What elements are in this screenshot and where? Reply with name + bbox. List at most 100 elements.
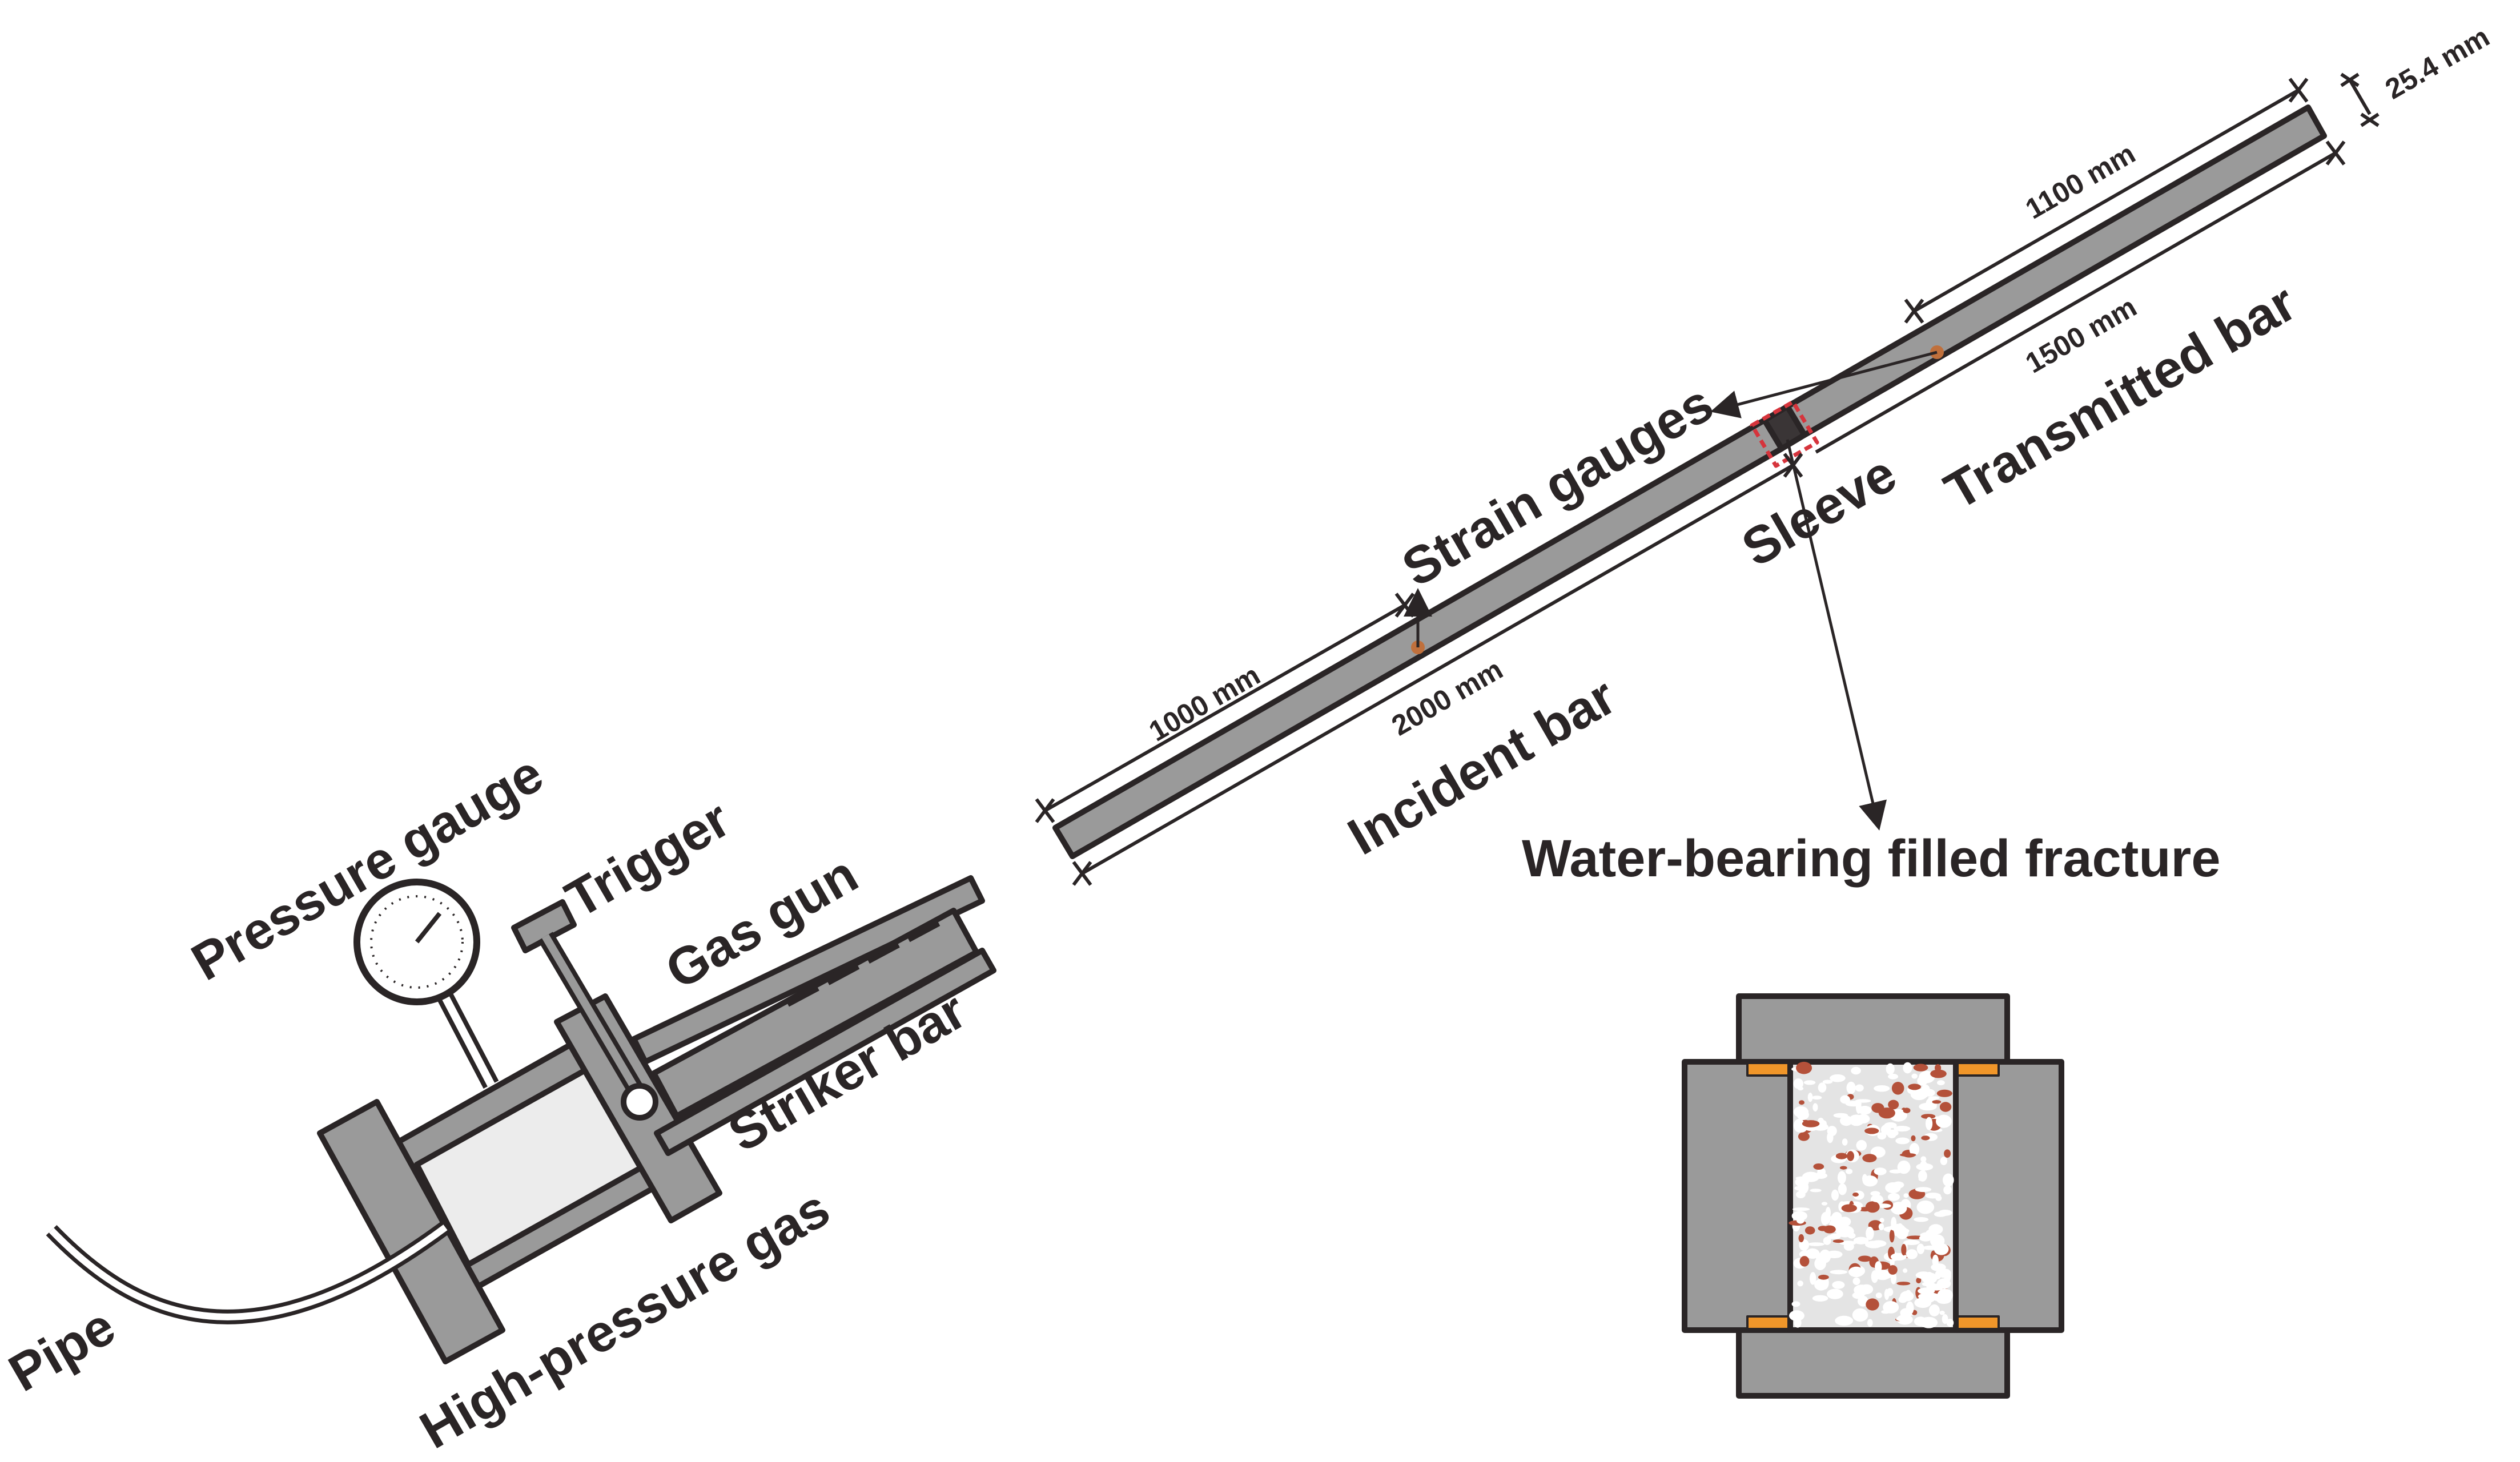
fracture-particle (1891, 1217, 1897, 1230)
fracture-particle (1856, 1139, 1867, 1151)
fracture-particle (1796, 1109, 1809, 1120)
fracture-particle (1831, 1189, 1839, 1201)
rear-flange (317, 1099, 505, 1364)
fracture-particle (1871, 1103, 1884, 1113)
fracture-particle (1820, 1120, 1827, 1127)
fracture-particle (1842, 1138, 1848, 1146)
trigger-cap (511, 899, 577, 953)
trigger-valve (621, 1083, 658, 1121)
fracture-particle (1814, 1257, 1826, 1271)
fracture-particle (1796, 1218, 1804, 1224)
bars (1052, 104, 2327, 859)
fracture-particle (1854, 1284, 1870, 1296)
fracture-particle (1903, 1107, 1911, 1113)
fracture-particle (1932, 1100, 1942, 1104)
fracture-particle (1920, 1160, 1927, 1171)
fracture-particle (1852, 1308, 1868, 1322)
spacer-bottom-left (1746, 1315, 1791, 1330)
fracture-particle (1812, 1295, 1828, 1302)
fracture-particle (1934, 1243, 1949, 1255)
dim-25-4mm: 25.4 mm (2380, 21, 2495, 106)
fracture-particle (1942, 1314, 1948, 1324)
fracture-particle (1848, 1114, 1864, 1126)
fracture-particle (1862, 1154, 1877, 1163)
fracture-particle (1846, 1081, 1856, 1094)
fracture-particle (1876, 1203, 1891, 1209)
fracture-particle (1796, 1061, 1812, 1074)
fracture-particle (1789, 1310, 1804, 1322)
fracture-particle (1884, 1288, 1890, 1300)
fracture-particle (1835, 1225, 1854, 1238)
fracture-particle (1840, 1166, 1847, 1170)
fracture-particle (1870, 1240, 1887, 1247)
fracture-particle (1799, 1100, 1804, 1105)
fracture-particle (1852, 1192, 1859, 1197)
fracture-particle (1888, 1193, 1900, 1201)
fracture-particle (1923, 1089, 1935, 1097)
fracture-particle (1939, 1311, 1945, 1315)
fracture-particle (1916, 1243, 1925, 1254)
fracture-particle (1889, 1229, 1895, 1243)
fracture-particle (1915, 1187, 1932, 1193)
fracture-particle (1833, 1113, 1848, 1118)
fracture-particle (1818, 1226, 1828, 1231)
fracture-particle (1908, 1084, 1921, 1090)
fracture-particle (1874, 1085, 1890, 1092)
fracture-particle (1827, 1288, 1843, 1299)
fracture-particle (1872, 1198, 1881, 1202)
fracture-particle (1895, 1137, 1910, 1145)
water-bearing-filled-fracture-label: Water-bearing filled fracture (1522, 829, 2221, 888)
sleeve-top-block (1736, 993, 2010, 1065)
fracture-particle (1899, 1153, 1916, 1157)
spacer-top-right (1955, 1062, 2000, 1077)
fracture-particle (1891, 1082, 1904, 1095)
fracture-particle (1853, 1237, 1869, 1244)
fracture-particle (1845, 1101, 1862, 1107)
fracture-particle (1871, 1270, 1879, 1283)
fracture-particle (1878, 1223, 1884, 1231)
fracture-particle (1890, 1271, 1897, 1284)
fracture-particle (1807, 1242, 1824, 1246)
fracture-particle (1797, 1280, 1803, 1287)
fracture-particle (1830, 1270, 1848, 1275)
fracture-particle (1940, 1157, 1948, 1166)
fracture-particle (1888, 1099, 1899, 1110)
fracture-particle (1896, 1282, 1911, 1286)
fracture-particle (1928, 1224, 1943, 1235)
fracture-particle (1915, 1271, 1932, 1279)
fracture-particle (1898, 1117, 1903, 1121)
fracture-particle (1925, 1193, 1941, 1199)
fracture-particle (1798, 1132, 1810, 1141)
fracture-particle (1944, 1149, 1951, 1158)
fracture-particle (1918, 1287, 1935, 1295)
fracture-particle (1870, 1146, 1886, 1158)
fracture-particle (1914, 1316, 1927, 1326)
fracture-particle (1887, 1132, 1896, 1138)
transmitted-end-block (1953, 1059, 2064, 1333)
fracture-particle (1818, 1082, 1827, 1093)
pipe-label: Pipe (0, 1297, 124, 1403)
fracture-particle (1916, 1277, 1922, 1284)
fracture-particle (1846, 1169, 1853, 1174)
fracture-particle (1848, 1266, 1864, 1278)
striker-bar-guide (787, 917, 949, 1007)
fracture-particle (1886, 1063, 1895, 1075)
fracture-particle (1851, 1066, 1861, 1075)
fracture-particle (1858, 1106, 1872, 1115)
fracture-particle (1934, 1211, 1947, 1217)
fracture-particle (1838, 1217, 1851, 1227)
fracture-particle (1921, 1114, 1936, 1119)
fracture-particle (1804, 1226, 1815, 1235)
fracture-particle (1928, 1304, 1940, 1316)
fracture-particle (1903, 1193, 1909, 1198)
fracture-particle (1821, 1211, 1831, 1225)
fracture-particle (1813, 1163, 1824, 1170)
fracture-particle (1903, 1239, 1920, 1245)
fracture-particle (1892, 1181, 1904, 1189)
pressure-gauge-needle (415, 912, 442, 944)
fracture-particle (1936, 1089, 1952, 1097)
fracture-particle (1894, 1126, 1911, 1132)
fracture-particle (1903, 1268, 1908, 1273)
fracture-particle (1791, 1301, 1800, 1307)
